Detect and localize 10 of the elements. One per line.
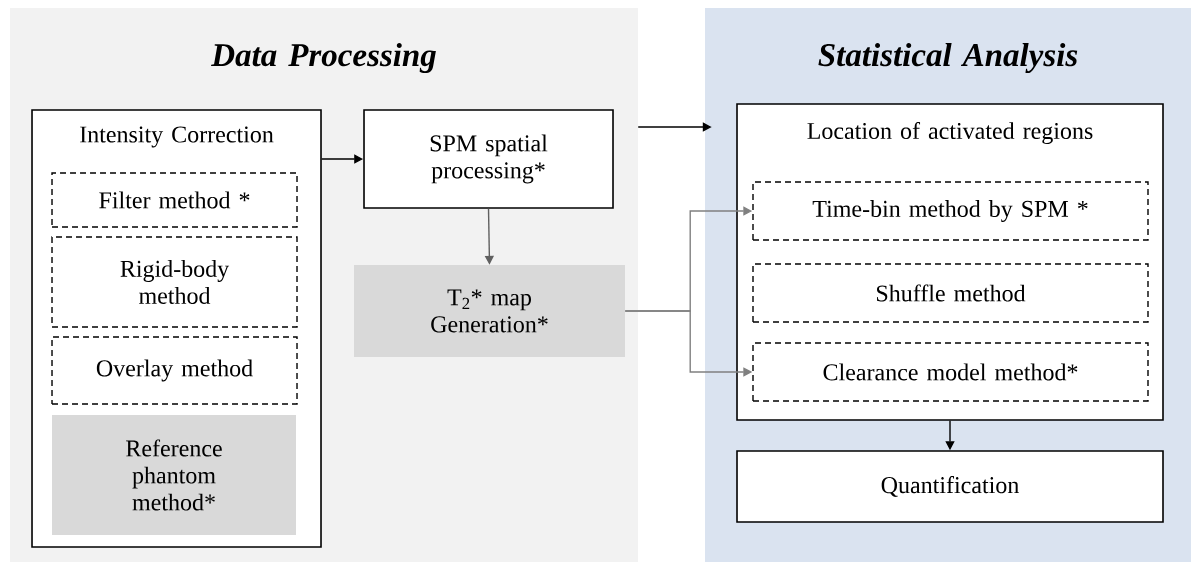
method-box: Overlay method <box>51 336 298 405</box>
method-box: Clearance model method* <box>752 342 1149 402</box>
shaded-box: Reference phantom method* <box>52 415 296 535</box>
method-box: Rigid-body method <box>51 236 298 328</box>
method-box: Shuffle method <box>752 263 1149 323</box>
process-box: Quantification <box>736 450 1164 523</box>
shaded-box: T$_{2}$* map Generation* <box>354 265 625 357</box>
method-box: Filter method * <box>51 172 298 228</box>
method-box: Time-bin method by SPM * <box>752 181 1149 241</box>
process-box: SPM spatial processing* <box>363 109 614 209</box>
